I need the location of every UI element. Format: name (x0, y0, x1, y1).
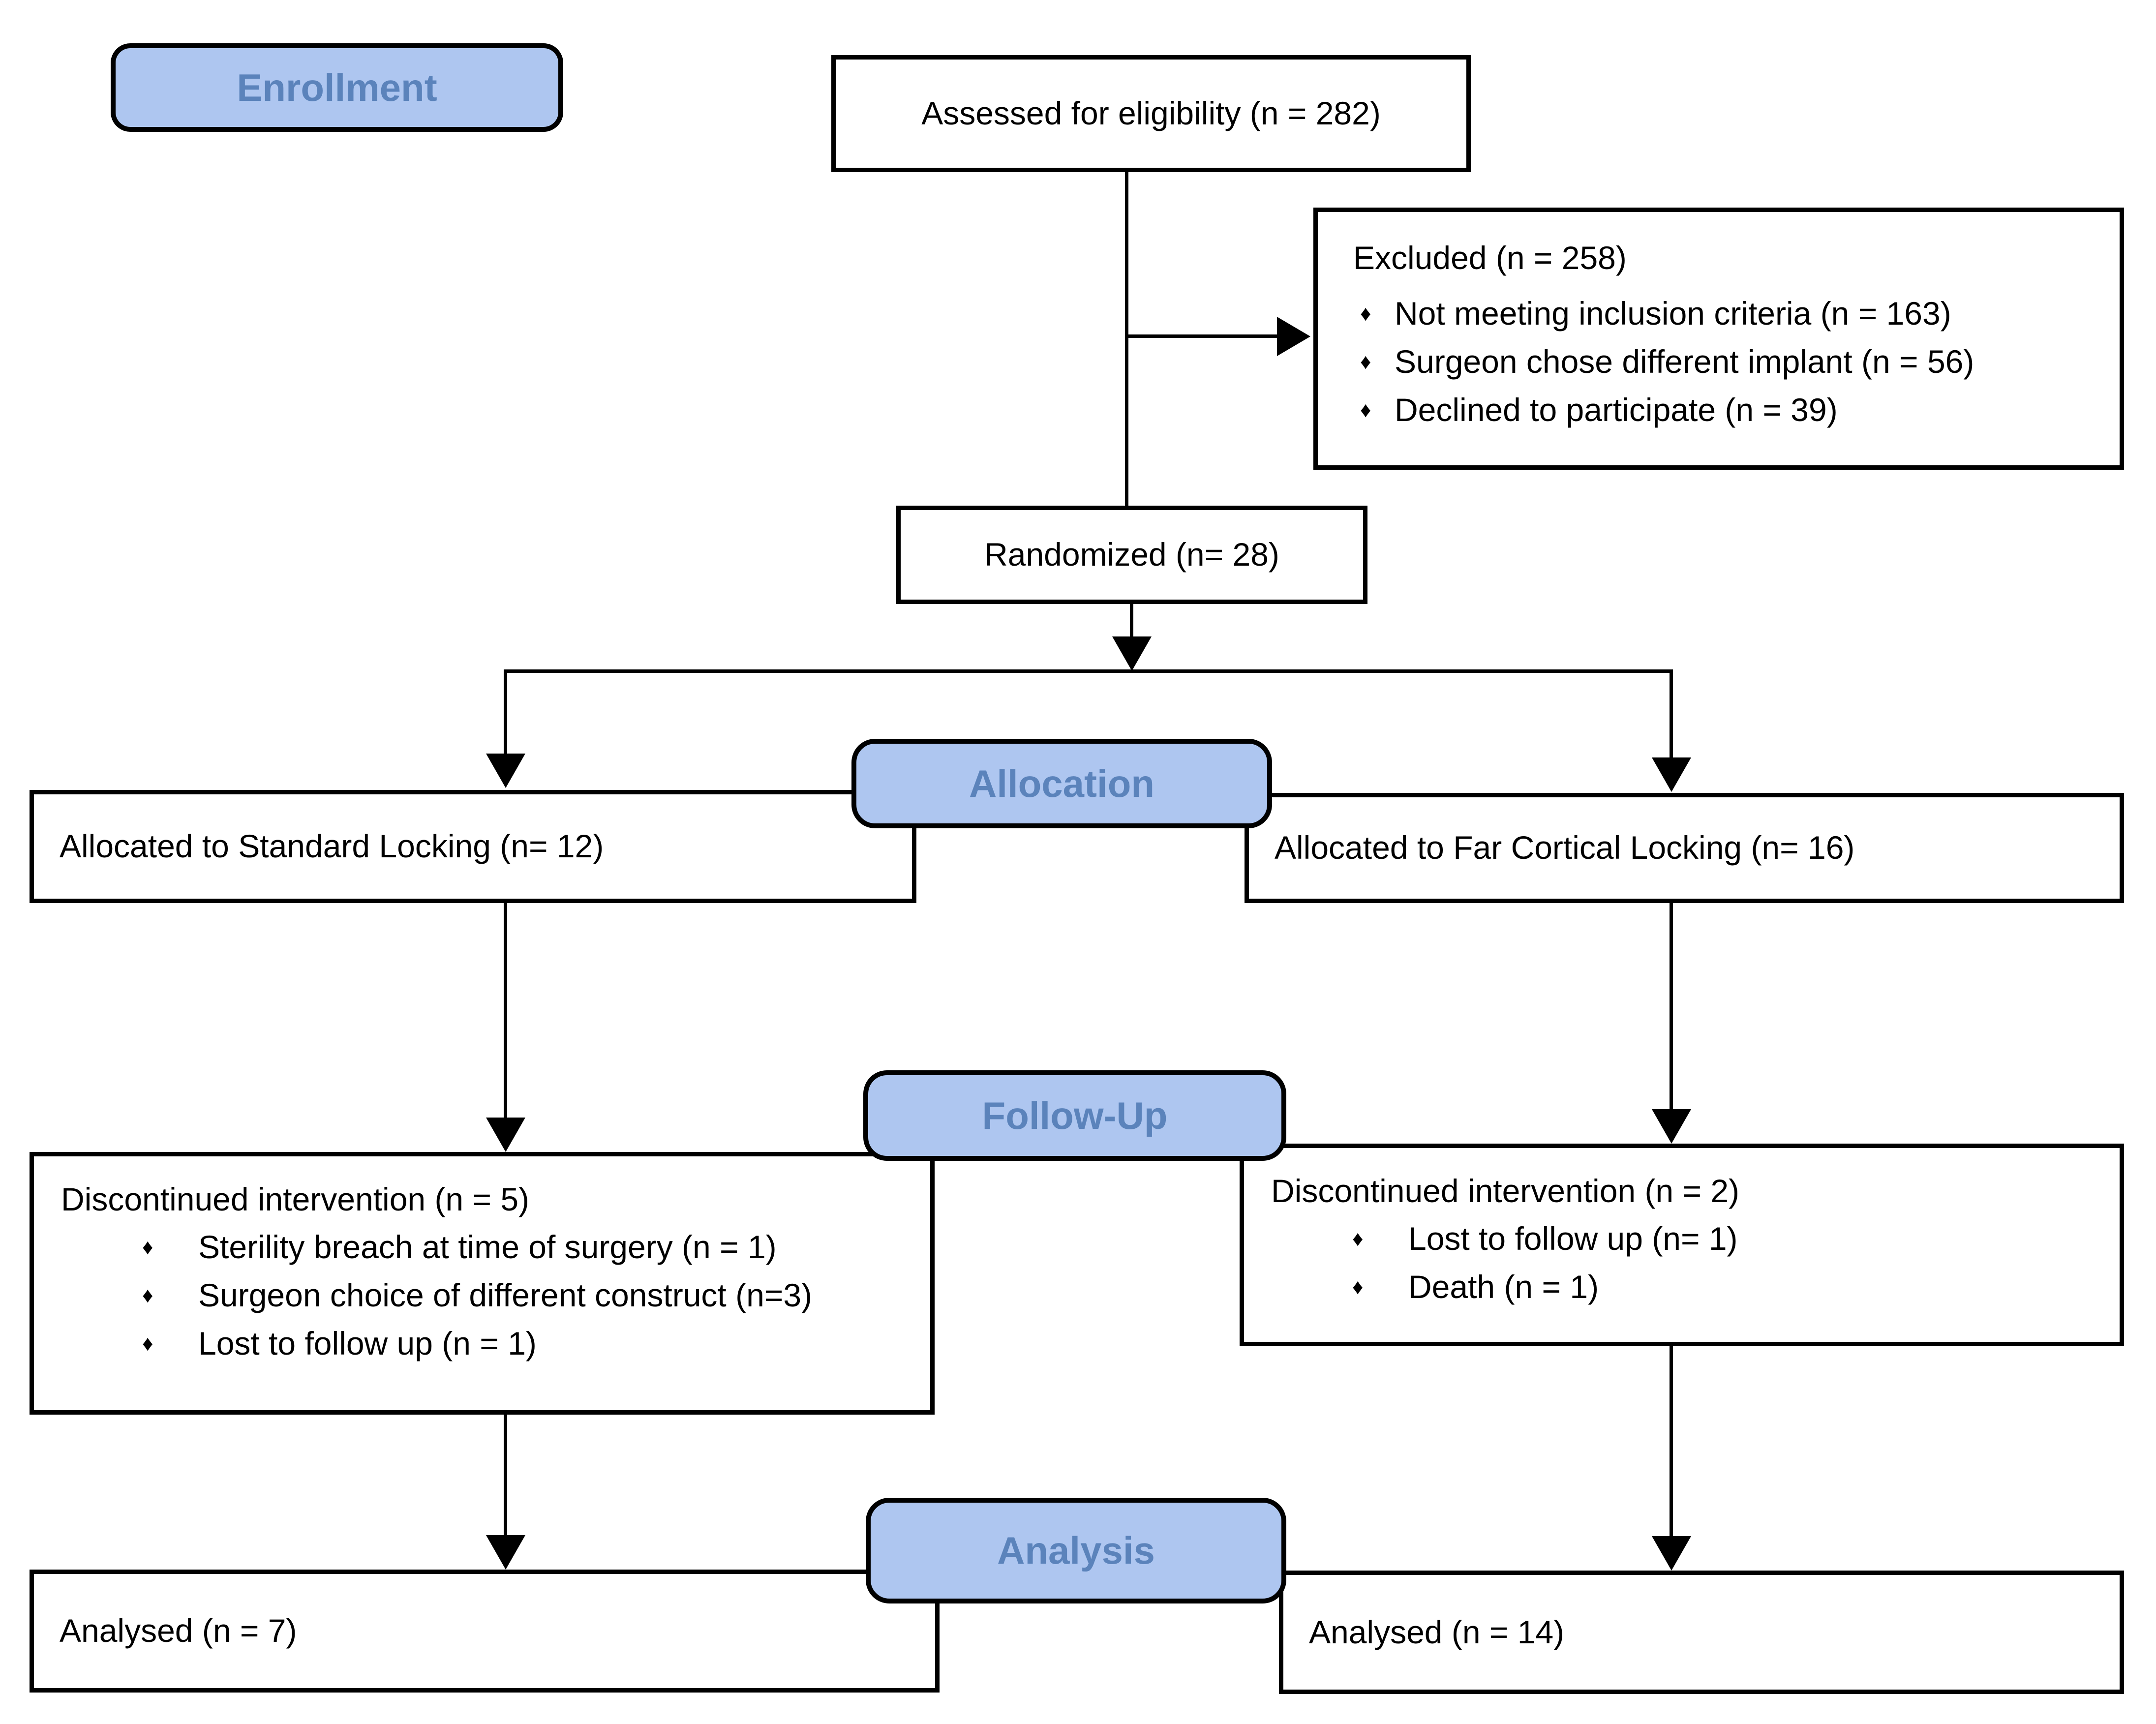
analysed-standard-text: Analysed (n = 7) (60, 1612, 297, 1649)
allocated-far-cortical-text: Allocated to Far Cortical Locking (n= 16… (1275, 829, 1855, 866)
box-excluded: Excluded (n = 258) ♦ Not meeting inclusi… (1313, 208, 2124, 470)
allocation-label-text: Allocation (969, 761, 1154, 805)
box-allocated-far-cortical: Allocated to Far Cortical Locking (n= 16… (1245, 793, 2124, 903)
connector-branch-to-alloc-fcl (1670, 669, 1673, 759)
connector-alloc-to-followup-fcl (1670, 903, 1673, 1111)
diamond-bullet-icon: ♦ (1360, 397, 1371, 422)
box-allocated-standard: Allocated to Standard Locking (n= 12) (30, 790, 916, 903)
discontinued-far-cortical-title: Discontinued intervention (n = 2) (1271, 1173, 1740, 1209)
branch-line (504, 669, 1673, 673)
excluded-bullet-text: Declined to participate (n = 39) (1395, 391, 1838, 428)
excluded-bullet-text: Surgeon chose different implant (n = 56) (1395, 343, 1974, 380)
connector-assessed-to-randomized (1125, 172, 1128, 506)
allocated-standard-text: Allocated to Standard Locking (n= 12) (60, 828, 604, 865)
stage-label-analysis: Analysis (866, 1498, 1286, 1603)
discontinued-far-cortical-bullet-text: Lost to follow up (n= 1) (1408, 1220, 1738, 1257)
box-assessed: Assessed for eligibility (n = 282) (831, 55, 1471, 172)
arrowhead-alloc-standard-icon (486, 754, 525, 788)
list-item: ♦ Not meeting inclusion criteria (n = 16… (1360, 290, 2102, 338)
connector-followup-to-analysed-fcl (1670, 1346, 1673, 1537)
discontinued-far-cortical-bullet-text: Death (n = 1) (1408, 1268, 1599, 1305)
arrowhead-followup-fcl-icon (1652, 1109, 1691, 1144)
excluded-bullet-text: Not meeting inclusion criteria (n = 163) (1395, 295, 1951, 332)
stage-label-enrollment: Enrollment (111, 43, 563, 132)
diamond-bullet-icon: ♦ (142, 1235, 153, 1259)
randomized-text: Randomized (n= 28) (984, 536, 1279, 573)
discontinued-standard-bullet-list: ♦ Sterility breach at time of surgery (n… (61, 1223, 915, 1368)
list-item: ♦ Surgeon choice of different construct … (142, 1271, 915, 1320)
discontinued-standard-bullet-text: Lost to follow up (n = 1) (198, 1325, 537, 1361)
followup-label-text: Follow-Up (982, 1093, 1168, 1137)
stage-label-allocation: Allocation (851, 739, 1272, 828)
diamond-bullet-icon: ♦ (1360, 349, 1371, 374)
diamond-bullet-icon: ♦ (142, 1331, 153, 1356)
connector-to-excluded (1125, 334, 1277, 338)
arrowhead-analysed-standard-icon (486, 1535, 525, 1570)
box-discontinued-standard: Discontinued intervention (n = 5) ♦ Ster… (30, 1152, 935, 1415)
discontinued-standard-bullet-text: Surgeon choice of different construct (n… (198, 1276, 813, 1313)
box-analysed-far-cortical: Analysed (n = 14) (1279, 1571, 2124, 1694)
stage-label-followup: Follow-Up (863, 1070, 1286, 1161)
discontinued-far-cortical-bullet-list: ♦ Lost to follow up (n= 1) ♦ Death (n = … (1271, 1215, 2105, 1311)
excluded-title: Excluded (n = 258) (1353, 240, 1627, 276)
list-item: ♦ Declined to participate (n = 39) (1360, 386, 2102, 434)
diamond-bullet-icon: ♦ (1352, 1226, 1364, 1251)
list-item: ♦ Lost to follow up (n= 1) (1352, 1215, 2105, 1263)
box-analysed-standard: Analysed (n = 7) (30, 1570, 940, 1693)
discontinued-standard-title: Discontinued intervention (n = 5) (61, 1181, 530, 1217)
connector-branch-to-alloc-standard (504, 669, 507, 754)
enrollment-label-text: Enrollment (237, 65, 437, 109)
connector-randomized-to-branch (1130, 604, 1133, 639)
diamond-bullet-icon: ♦ (1352, 1274, 1364, 1299)
box-discontinued-far-cortical: Discontinued intervention (n = 2) ♦ Lost… (1240, 1144, 2124, 1346)
analysis-label-text: Analysis (997, 1529, 1155, 1572)
discontinued-standard-bullet-text: Sterility breach at time of surgery (n =… (198, 1228, 777, 1265)
arrowhead-excluded-icon (1277, 317, 1310, 356)
list-item: ♦ Sterility breach at time of surgery (n… (142, 1223, 915, 1271)
assessed-text: Assessed for eligibility (n = 282) (921, 95, 1381, 132)
list-item: ♦ Death (n = 1) (1352, 1263, 2105, 1311)
connector-followup-to-analysed-standard (504, 1415, 507, 1536)
list-item: ♦ Surgeon chose different implant (n = 5… (1360, 338, 2102, 386)
diamond-bullet-icon: ♦ (142, 1283, 153, 1307)
arrowhead-branch-icon (1112, 636, 1152, 671)
arrowhead-analysed-fcl-icon (1652, 1536, 1691, 1571)
box-randomized: Randomized (n= 28) (896, 506, 1367, 604)
arrowhead-followup-standard-icon (486, 1118, 525, 1152)
connector-alloc-to-followup-standard (504, 903, 507, 1119)
list-item: ♦ Lost to follow up (n = 1) (142, 1320, 915, 1368)
excluded-bullet-list: ♦ Not meeting inclusion criteria (n = 16… (1353, 290, 2102, 434)
analysed-far-cortical-text: Analysed (n = 14) (1309, 1613, 1565, 1650)
arrowhead-alloc-fcl-icon (1652, 757, 1691, 792)
diamond-bullet-icon: ♦ (1360, 301, 1371, 326)
